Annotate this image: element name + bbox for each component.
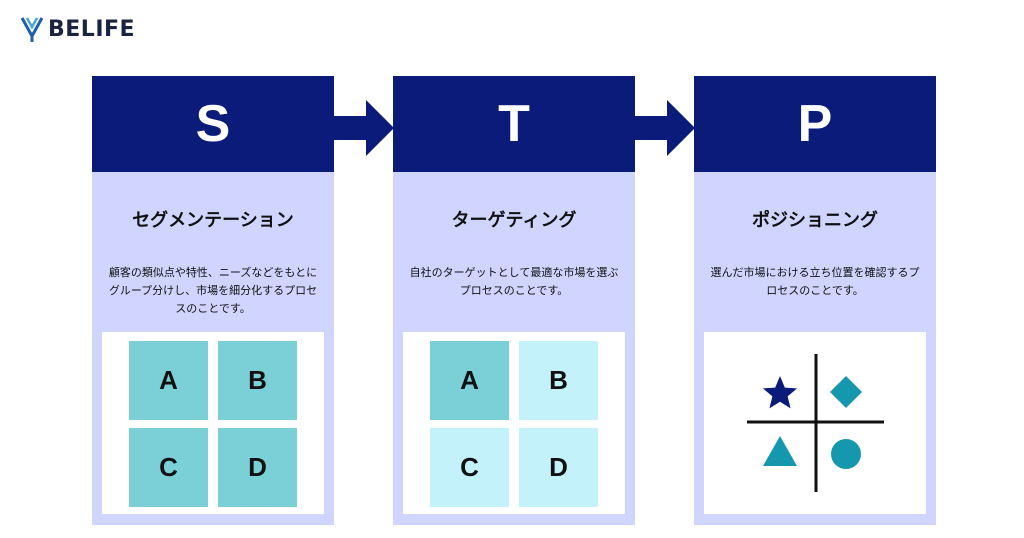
target-cell-b: B — [519, 341, 598, 420]
step-title-segmentation: セグメンテーション — [132, 210, 294, 231]
segment-cell-a: A — [129, 341, 208, 420]
circle-icon — [831, 439, 861, 469]
segment-cell-d: D — [218, 428, 297, 507]
step-letter-t: T — [393, 76, 635, 172]
arrow-right-icon — [334, 100, 394, 156]
step-description-positioning: 選んだ市場における立ち位置を確認するプロセスのことです。 — [710, 266, 920, 297]
logo: BELIFE — [20, 14, 135, 44]
triangle-icon — [763, 436, 797, 466]
positioning-column: P ポジショニング 選んだ市場における立ち位置を確認するプロセスのことです。 — [694, 76, 936, 525]
step-letter-p: P — [694, 76, 936, 172]
step-title-targeting: ターゲティング — [451, 210, 577, 231]
star-icon — [762, 376, 798, 409]
step-description-targeting: 自社のターゲットとして最適な市場を選ぶプロセスのことです。 — [409, 266, 619, 297]
positioning-map — [747, 354, 884, 492]
target-cell-a: A — [430, 341, 509, 420]
step-description-segmentation: 顧客の類似点や特性、ニーズなどをもとにグループ分けし、市場を細分化するプロセスの… — [108, 266, 318, 315]
step-title-positioning: ポジショニング — [752, 210, 878, 231]
targeting-panel: A B C D — [403, 332, 625, 514]
segmentation-column: S セグメンテーション 顧客の類似点や特性、ニーズなどをもとにグループ分けし、市… — [92, 76, 334, 525]
logo-text: BELIFE — [48, 16, 136, 42]
belife-logo-icon — [20, 17, 44, 42]
target-cell-d: D — [519, 428, 598, 507]
step-letter-s: S — [92, 76, 334, 172]
segment-cell-c: C — [129, 428, 208, 507]
target-cell-c: C — [430, 428, 509, 507]
arrow-right-icon — [635, 100, 695, 156]
diamond-icon — [830, 376, 862, 408]
positioning-panel — [704, 332, 926, 514]
targeting-column: T ターゲティング 自社のターゲットとして最適な市場を選ぶプロセスのことです。 … — [393, 76, 635, 525]
target-grid: A B C D — [430, 341, 599, 507]
segmentation-panel: A B C D — [102, 332, 324, 514]
segment-grid: A B C D — [129, 341, 298, 507]
segment-cell-b: B — [218, 341, 297, 420]
